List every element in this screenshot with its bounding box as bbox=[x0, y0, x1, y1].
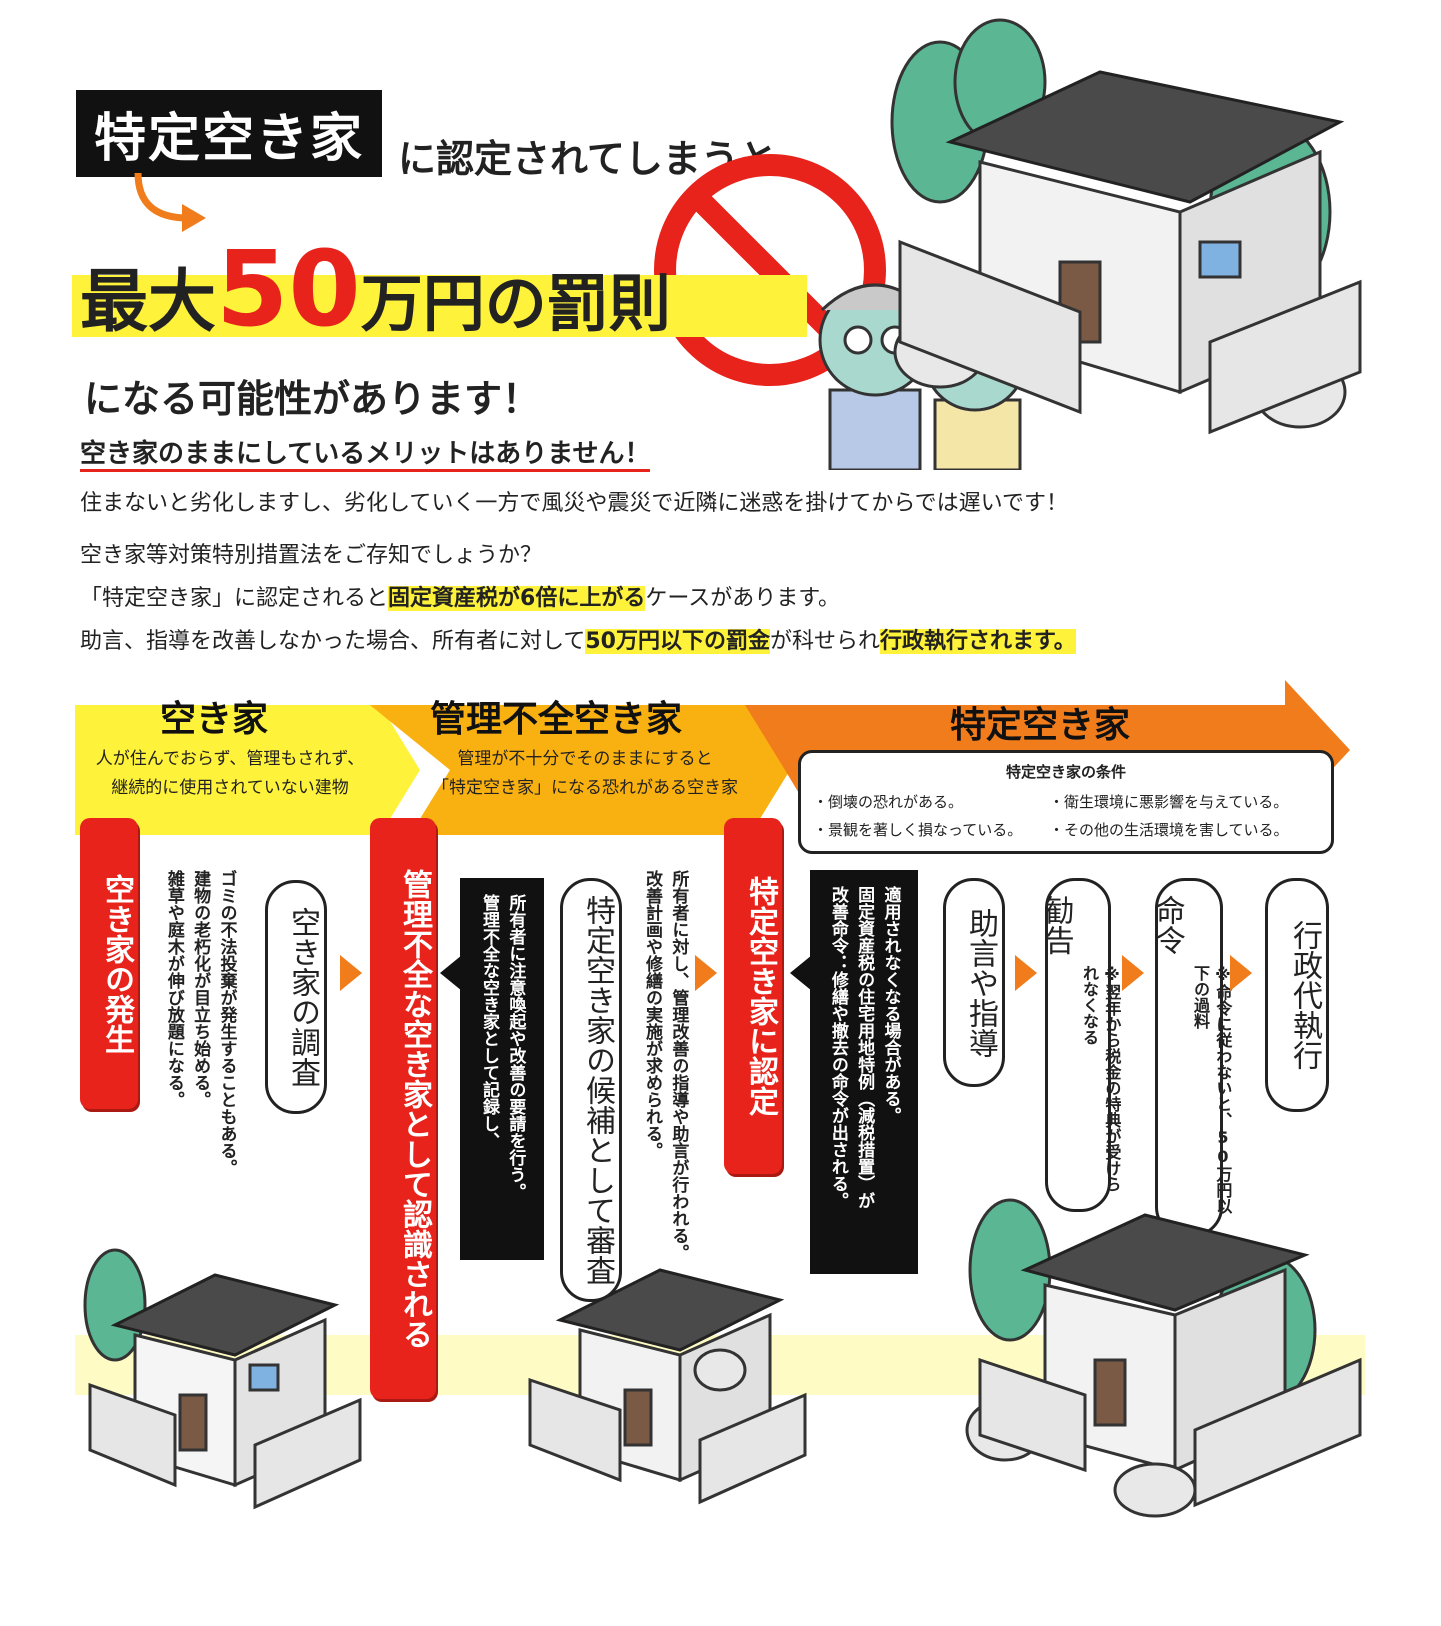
intro-line4-b: が科せられ bbox=[769, 629, 880, 654]
flow-advice: 助言や指導 bbox=[943, 878, 1005, 1087]
arrow-right-icon bbox=[1230, 955, 1252, 991]
condition-item: ・衛生環境に悪影響を与えている。 bbox=[1049, 793, 1289, 811]
stage-desc-vacant-2: 継続的に使用されていない建物 bbox=[111, 777, 349, 798]
tag-specific-vacant-house: 特定空き家 bbox=[76, 90, 383, 177]
conditions-title: 特定空き家の条件 bbox=[1005, 763, 1126, 781]
arrow-left-icon bbox=[440, 955, 462, 991]
recognized-note-1: 管理不全な空き家として記録し、 bbox=[479, 894, 499, 1149]
stage-title-poorly-managed: 管理不全空き家 bbox=[430, 699, 683, 740]
flow-certified: 特定空き家に認定 bbox=[724, 818, 782, 1174]
flow-recognized-note: 管理不全な空き家として記録し、 所有者に注意喚起や改善の要請を行う。 bbox=[460, 878, 544, 1260]
order-label: 命令 bbox=[1149, 895, 1185, 955]
occurrence-note-2: 建物の老朽化が目立ち始める。 bbox=[190, 870, 211, 1108]
stage-desc-vacant-1: 人が住んでおらず、管理もされず、 bbox=[95, 749, 365, 769]
arrow-left-icon bbox=[790, 955, 812, 991]
certified-note-2: 固定資産税の住宅用地特例（減税措置）が bbox=[854, 886, 875, 1209]
flow-recognized: 管理不全な空き家として認識される bbox=[370, 818, 436, 1399]
flow-certified-note: 改善命令：修繕や撤去の命令が出される。 固定資産税の住宅用地特例（減税措置）が … bbox=[810, 870, 918, 1274]
prohibition-icon bbox=[654, 154, 886, 386]
stage-desc-poorly-managed: 管理が不十分でそのままにすると 「特定空き家」になる恐れがある空き家 bbox=[430, 745, 740, 803]
headline-highlight-bar bbox=[72, 275, 807, 337]
house-abandoned-illustration bbox=[965, 1198, 1362, 1518]
flow-candidate: 特定空き家の候補として審査 bbox=[560, 878, 622, 1302]
stage-title-specific: 特定空き家 bbox=[950, 705, 1131, 746]
intro-line4-highlight-fine: 50万円以下の罰金 bbox=[585, 629, 770, 654]
penalty-number: 50 bbox=[216, 228, 361, 350]
flow-survey: 空き家の調査 bbox=[265, 880, 327, 1114]
stage-desc-vacant: 人が住んでおらず、管理もされず、 継続的に使用されていない建物 bbox=[95, 745, 365, 803]
certified-note-1: 改善命令：修繕や撤去の命令が出される。 bbox=[827, 886, 848, 1209]
stage-desc-poorly-managed-1: 管理が不十分でそのままにすると bbox=[457, 749, 713, 769]
recommendation-label: 勧告 bbox=[1038, 895, 1074, 955]
intro-line4: 助言、指導を改善しなかった場合、所有者に対して50万円以下の罰金が科せられ行政執… bbox=[80, 623, 1076, 655]
condition-item: ・その他の生活環境を害している。 bbox=[1049, 821, 1289, 839]
flow-execution: 行政代執行 bbox=[1265, 878, 1329, 1112]
headline-penalty: 最大50万円の罰則 bbox=[80, 228, 671, 350]
occurrence-note-1: 雑草や庭木が伸び放題になる。 bbox=[163, 870, 184, 1108]
recommendation-note: ※翌年から税金の特典が受けられなくなる bbox=[1080, 965, 1122, 1192]
candidate-note-1: 改善計画や修繕の実施が求められる。 bbox=[642, 870, 662, 1159]
condition-item: ・倒壊の恐れがある。 bbox=[813, 793, 964, 811]
arrow-right-icon bbox=[695, 955, 717, 991]
curved-arrow-icon bbox=[134, 172, 206, 232]
flow-order: 命令 ※命令に従わないと、50万円以下の過料 bbox=[1150, 878, 1232, 1237]
stage-desc-poorly-managed-2: 「特定空き家」になる恐れがある空き家 bbox=[432, 777, 738, 798]
house-clean-illustration bbox=[83, 1248, 362, 1510]
penalty-prefix: 最大 bbox=[80, 263, 217, 342]
flow-occurrence: 空き家の発生 bbox=[80, 818, 138, 1109]
stage-title-vacant: 空き家 bbox=[160, 699, 269, 740]
order-note: ※命令に従わないと、50万円以下の過料 bbox=[1191, 965, 1233, 1214]
penalty-suffix: 万円の罰則 bbox=[360, 267, 671, 340]
intro-line2: 空き家等対策特別措置法をご存知でしょうか？ bbox=[80, 543, 543, 568]
intro-line4-a: 助言、指導を改善しなかった場合、所有者に対して bbox=[80, 629, 586, 654]
flow-occurrence-note: 雑草や庭木が伸び放題になる。 建物の老朽化が目立ち始める。 ゴミの不法投棄が発生… bbox=[160, 870, 240, 1200]
occurrence-note-3: ゴミの不法投棄が発生することもある。 bbox=[216, 870, 237, 1176]
intro-subheading: 空き家のままにしているメリットはありません！ bbox=[80, 433, 651, 472]
intro-subheading-text: 空き家のままにしているメリットはありません！ bbox=[80, 439, 651, 472]
intro-line3: 「特定空き家」に認定されると固定資産税が6倍に上がるケースがあります。 bbox=[80, 580, 840, 612]
flow-candidate-note: 改善計画や修繕の実施が求められる。 所有者に対し、管理改善の指導や助言が行われる… bbox=[630, 870, 700, 1270]
arrow-right-icon bbox=[340, 955, 362, 991]
abandoned-house-illustration bbox=[890, 18, 1362, 435]
certified-note-3: 適用されなくなる場合がある。 bbox=[880, 886, 901, 1124]
candidate-note-2: 所有者に対し、管理改善の指導や助言が行われる。 bbox=[668, 870, 689, 1261]
condition-item: ・景観を著しく損なっている。 bbox=[813, 821, 1023, 839]
house-deteriorating-illustration bbox=[528, 1268, 807, 1505]
recognized-note-2: 所有者に注意喚起や改善の要請を行う。 bbox=[505, 894, 526, 1200]
intro-line3-a: 「特定空き家」に認定されると bbox=[80, 586, 389, 611]
arrow-right-icon bbox=[1122, 955, 1144, 991]
flow-recommendation: 勧告 ※翌年から税金の特典が受けられなくなる bbox=[1039, 878, 1121, 1212]
intro-line1: 住まないと劣化しますし、劣化していく一方で風災や震災で近隣に迷惑を掛けてからでは… bbox=[80, 491, 1069, 516]
arrow-right-icon bbox=[1015, 955, 1037, 991]
intro-line4-highlight-execution: 行政執行されます。 bbox=[879, 629, 1076, 654]
headline-line3: になる可能性があります！ bbox=[84, 377, 541, 421]
intro-line3-b: ケースがあります。 bbox=[645, 586, 841, 611]
intro-line3-highlight: 固定資産税が6倍に上がる bbox=[388, 586, 646, 611]
conditions-box: 特定空き家の条件 ・倒壊の恐れがある。 ・衛生環境に悪影響を与えている。 ・景観… bbox=[798, 750, 1334, 854]
